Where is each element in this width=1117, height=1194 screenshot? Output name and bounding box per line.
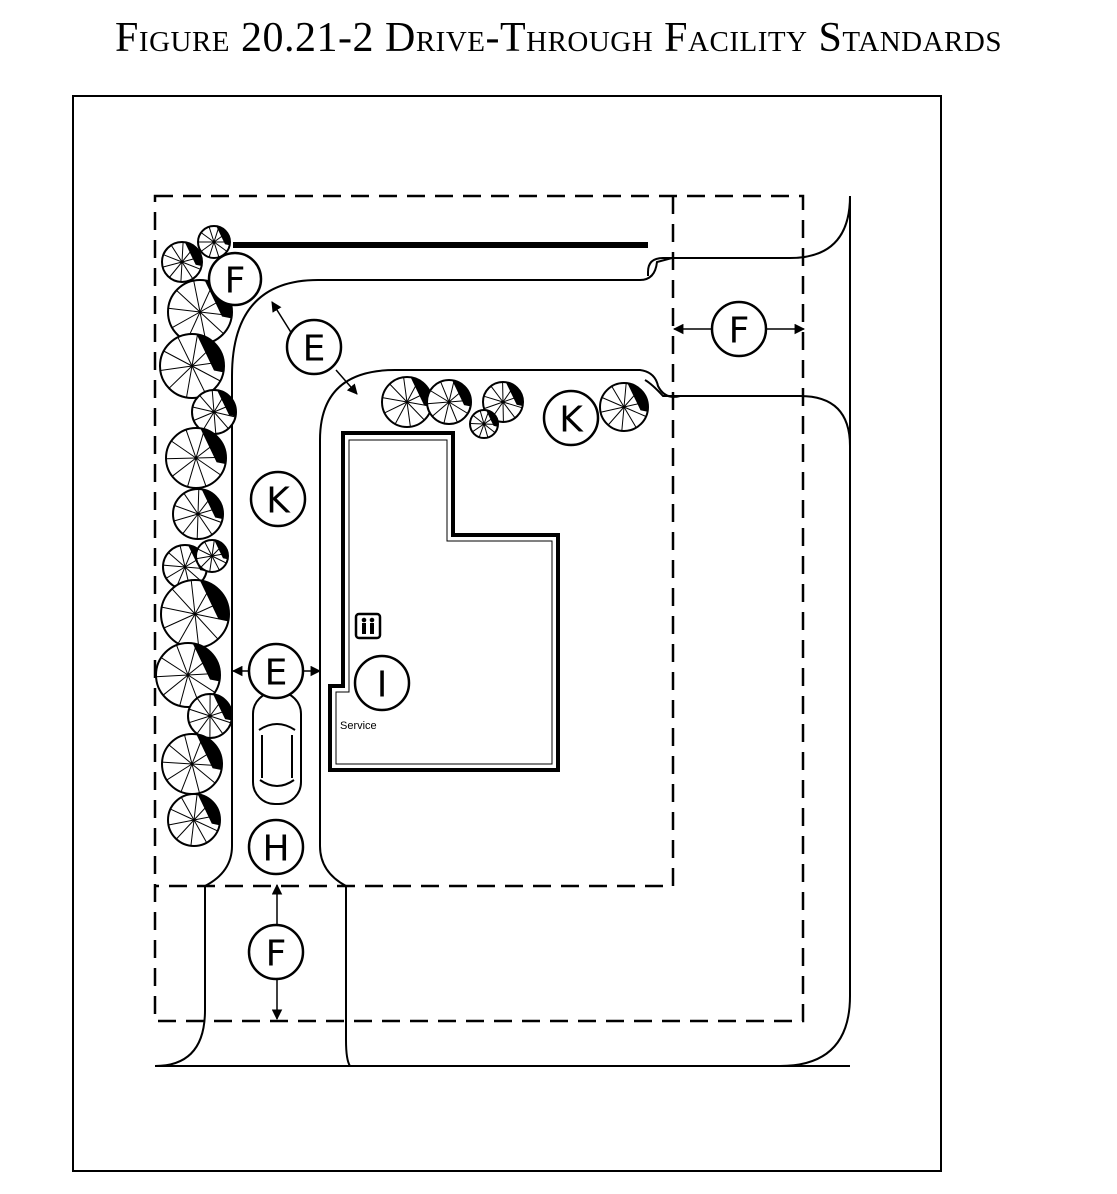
arrow-e-top-a (271, 301, 293, 335)
outer-frame (72, 95, 942, 1172)
tree-icon (167, 793, 221, 847)
label-circle-f-top-left (207, 251, 263, 307)
street-curbs (155, 195, 851, 1067)
label-f-top-left: F (225, 261, 246, 302)
building-outline (328, 431, 560, 772)
label-circle-k-left (249, 470, 307, 528)
label-circle-k-right (542, 389, 600, 447)
restroom-icon (354, 612, 382, 640)
car-rear-window (259, 779, 295, 787)
tree-icon (155, 642, 221, 708)
car (252, 691, 302, 805)
label-k-left: K (266, 481, 291, 522)
tree-icon (187, 693, 233, 739)
restroom-figure-left (361, 617, 367, 623)
right-vertical-edge (779, 446, 851, 1067)
building (328, 431, 560, 772)
tree-icon (159, 333, 225, 399)
tree-icon (191, 389, 237, 435)
label-i-building: I (377, 665, 388, 706)
tree-icon (172, 488, 224, 540)
car-body (252, 691, 302, 805)
tree-icon (469, 409, 499, 439)
tree-icon (165, 427, 227, 489)
restroom-figure-right (369, 617, 375, 623)
label-h-queue: H (262, 829, 289, 870)
label-circle-e-top (285, 318, 343, 376)
label-circle-f-right (710, 300, 768, 358)
tree-icon (381, 376, 433, 428)
dimension-arrows (231, 301, 806, 1021)
tree-icon (161, 733, 223, 795)
lane-outer-edge (154, 257, 673, 1067)
tree-icon (426, 379, 472, 425)
label-circle-e-middle (247, 642, 305, 700)
label-f-bottom: F (266, 934, 287, 975)
drive-through-lane (154, 257, 681, 1067)
figure-title: Figure 20.21-2 Drive-Through Facility St… (115, 15, 1002, 61)
tree-icon (195, 539, 229, 573)
setback-lines (153, 194, 805, 1023)
top-right-curb-return (647, 195, 851, 276)
outer-dashed-boundary (153, 194, 805, 1023)
restroom-figure-left-body (362, 623, 366, 634)
lower-right-curb (644, 379, 851, 447)
building-inner-outline (335, 439, 553, 765)
label-f-right: F (729, 311, 750, 352)
car-windshield (258, 723, 296, 731)
tree-icon (160, 579, 230, 649)
landscaping-trees (155, 225, 649, 847)
label-e-top: E (303, 329, 326, 370)
lane-inner-edge (319, 369, 681, 1067)
tree-icon (197, 225, 231, 259)
label-circle-h-queue (247, 818, 305, 876)
restroom-figure-right-body (370, 623, 374, 634)
arrow-e-top-b (335, 369, 358, 395)
label-circle-f-bottom (247, 923, 305, 981)
tree-icon (161, 241, 203, 283)
inner-dashed-boundary (155, 196, 675, 888)
label-e-middle: E (265, 653, 288, 694)
service-window-label: Service (340, 720, 377, 732)
label-k-right: K (559, 400, 584, 441)
tree-icon (599, 382, 649, 432)
label-circle-i-building (353, 654, 411, 712)
